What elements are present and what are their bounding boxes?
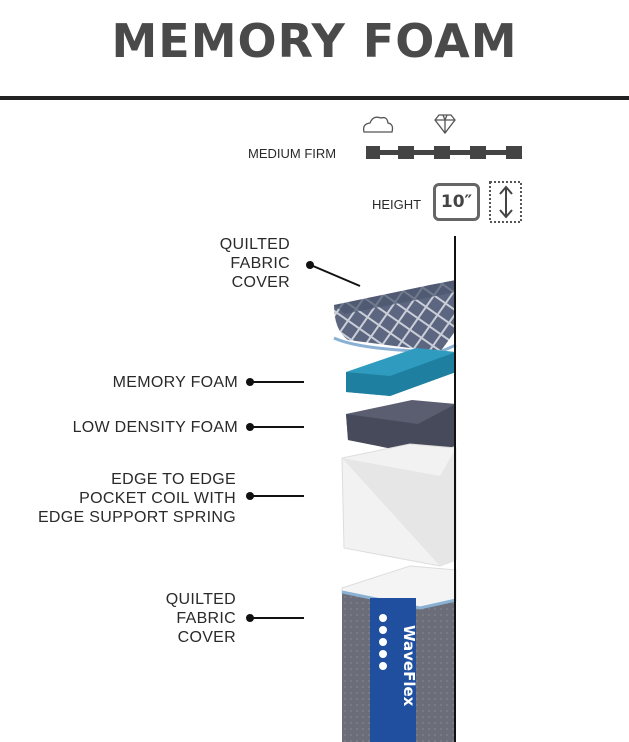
- height-guide-line: [454, 236, 456, 742]
- pocket-coil-layer: [341, 443, 457, 567]
- pocket-coil-leader: [250, 495, 304, 497]
- low-density-foam-leader: [250, 426, 304, 428]
- brand-logo: WaveFlex: [400, 625, 418, 707]
- firmness-label: MEDIUM FIRM: [248, 146, 337, 161]
- title-divider: [0, 96, 629, 100]
- firmness-bar: [366, 146, 522, 159]
- brand-panel: [370, 598, 416, 742]
- memory-foam-layer: [346, 348, 456, 396]
- low-density-foam-label: LOW DENSITY FOAM: [72, 419, 238, 436]
- height-value-badge: 10″: [433, 183, 480, 221]
- low-density-foam-layer: [346, 400, 456, 454]
- memory-foam-leader: [250, 381, 304, 383]
- bottom-cover-leader: [250, 617, 304, 619]
- cloud-icon: [362, 116, 394, 133]
- page-title: MEMORY FOAM: [111, 14, 518, 68]
- height-label: HEIGHT: [372, 197, 422, 212]
- pocket-coil-label: EDGE TO EDGE POCKET COIL WITH EDGE SUPPO…: [37, 471, 236, 526]
- bottom-cover-label: QUILTED FABRIC COVER: [165, 591, 236, 646]
- bottom-quilted-cover: WaveFlex: [341, 565, 457, 742]
- diamond-icon: [434, 114, 456, 135]
- top-cover-label: QUILTED FABRIC COVER: [219, 236, 290, 291]
- memory-foam-label: MEMORY FOAM: [112, 374, 238, 391]
- top-cover-pointer: [306, 261, 314, 269]
